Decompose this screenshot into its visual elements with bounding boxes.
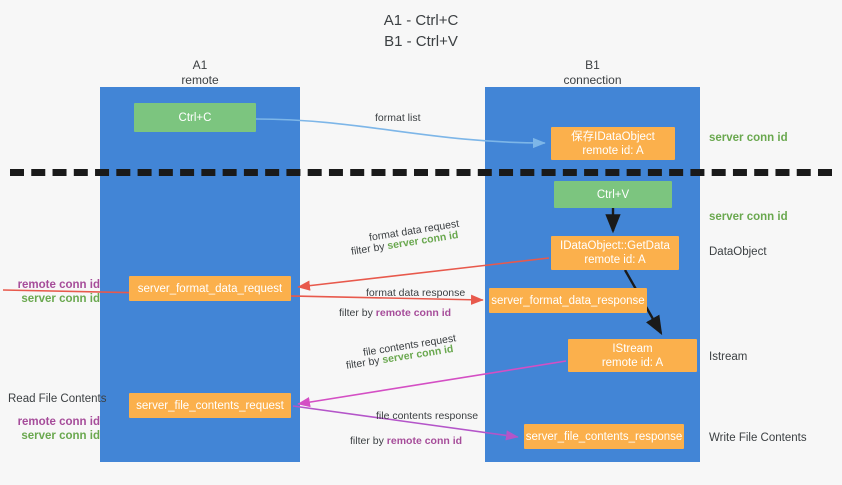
filter-by-text-3: filter by <box>345 354 384 372</box>
annotation-conn-ids-bottom: remote conn id server conn id <box>8 415 100 443</box>
phase-divider <box>10 169 832 176</box>
lane-a1-role: remote <box>181 73 219 87</box>
annotation-write-file-contents: Write File Contents <box>709 432 807 444</box>
node-file-request-label: server_file_contents_request <box>136 399 284 412</box>
lane-header-a1: A1 remote <box>100 58 300 88</box>
filter-by-text-2: filter by <box>339 307 376 319</box>
node-getdata-label: IDataObject::GetData <box>560 240 670 252</box>
node-getdata-sublabel: remote id: A <box>584 254 646 266</box>
annotation-conn-ids-top: remote conn id server conn id <box>8 278 100 306</box>
node-ctrl-c[interactable]: Ctrl+C <box>134 103 256 132</box>
node-ctrl-c-label: Ctrl+C <box>178 111 212 124</box>
lane-b1-role: connection <box>563 73 622 87</box>
annotation-server-conn-id-left-bottom: server conn id <box>21 430 100 442</box>
annotation-read-file-contents: Read File Contents <box>8 393 107 405</box>
lane-header-b1: B1 connection <box>485 58 700 88</box>
node-format-response-label: server_format_data_response <box>491 294 645 307</box>
node-istream[interactable]: IStream remote id: A <box>568 339 697 372</box>
node-idataobject[interactable]: 保存IDataObject remote id: A <box>551 127 675 160</box>
title-line-1: A1 - Ctrl+C <box>383 12 459 29</box>
annotation-server-conn-id-mid: server conn id <box>709 211 788 223</box>
annotation-remote-conn-id-top: remote conn id <box>17 279 100 291</box>
node-idataobject-getdata[interactable]: IDataObject::GetData remote id: A <box>551 236 679 270</box>
node-server-format-data-request[interactable]: server_format_data_request <box>129 276 291 301</box>
node-istream-label: IStream <box>612 342 653 355</box>
node-ctrl-v[interactable]: Ctrl+V <box>554 181 672 208</box>
node-format-request-label: server_format_data_request <box>137 282 283 295</box>
edge-label-format-list: format list <box>375 112 421 124</box>
node-idataobject-sublabel: remote id: A <box>582 144 644 157</box>
filter-remote-conn-id-1: remote conn id <box>375 307 452 319</box>
node-idataobject-label: 保存IDataObject <box>571 130 655 143</box>
lane-a1-name: A1 <box>192 58 208 72</box>
edge-label-format-data-response: format data response <box>366 287 466 299</box>
filter-by-text-1: filter by <box>350 240 389 258</box>
annotation-istream: Istream <box>709 351 748 363</box>
node-ctrl-v-label: Ctrl+V <box>596 188 630 201</box>
node-istream-sublabel: remote id: A <box>601 356 664 369</box>
page-title: A1 - Ctrl+C B1 - Ctrl+V <box>0 10 842 52</box>
edge-label-file-contents-response-filter: filter by remote conn id <box>350 434 462 448</box>
annotation-remote-conn-id-bottom: remote conn id <box>17 416 100 428</box>
node-server-format-data-response[interactable]: server_format_data_response <box>489 288 647 313</box>
annotation-dataobject: DataObject <box>709 246 767 258</box>
edge-label-file-contents-response: file contents response <box>376 410 479 422</box>
edge-label-format-data-response-filter: filter by remote conn id <box>339 306 451 320</box>
node-file-response-label: server_file_contents_response <box>525 430 683 443</box>
annotation-server-conn-id-left-top: server conn id <box>21 293 100 305</box>
filter-remote-conn-id-2: remote conn id <box>386 435 463 447</box>
lane-b1-name: B1 <box>585 58 600 72</box>
title-line-2: B1 - Ctrl+V <box>384 33 458 50</box>
node-server-file-contents-request[interactable]: server_file_contents_request <box>129 393 291 418</box>
filter-by-text-4: filter by <box>350 435 387 447</box>
annotation-server-conn-id-top: server conn id <box>709 132 788 144</box>
node-server-file-contents-response[interactable]: server_file_contents_response <box>524 424 684 449</box>
